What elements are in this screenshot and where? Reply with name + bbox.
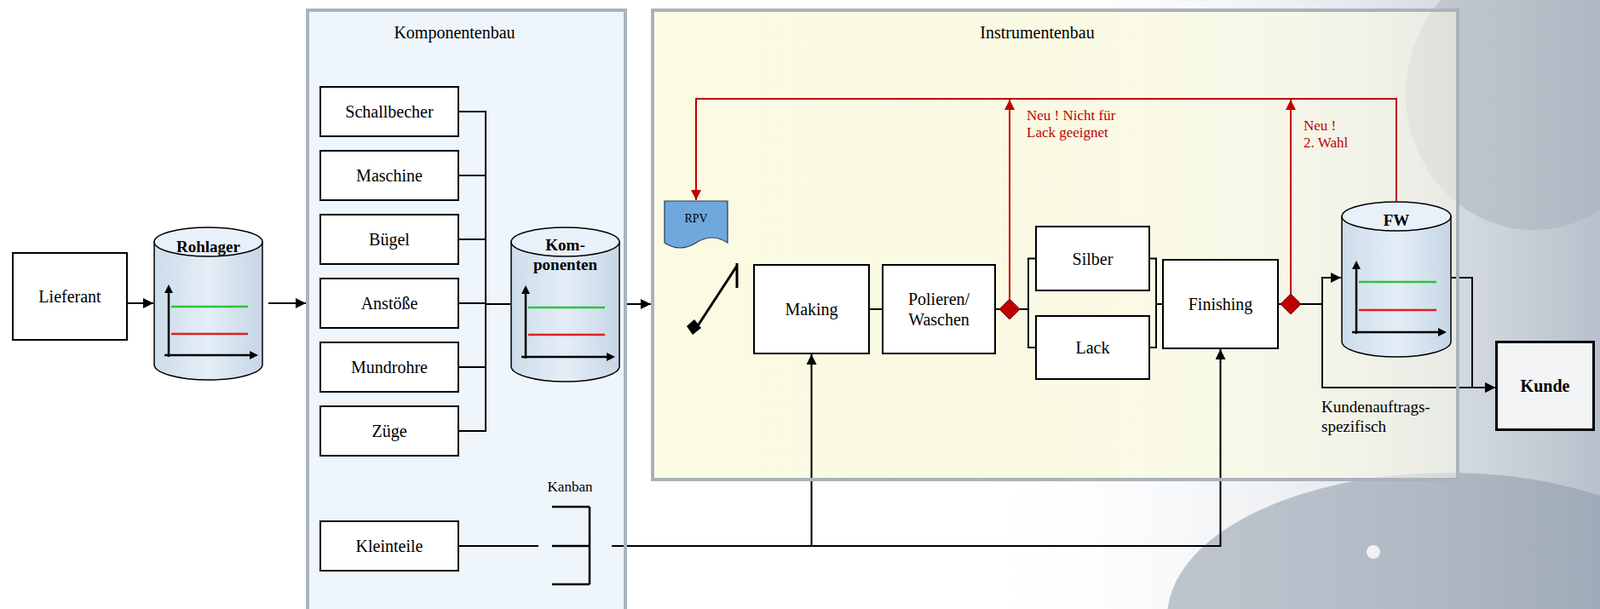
note-label: Kundenauftrags- spezifisch — [1321, 397, 1431, 437]
document-outline — [663, 200, 729, 252]
node-label: Mundrohre — [351, 356, 428, 378]
node-label: Maschine — [356, 165, 423, 186]
cylinder-body — [154, 241, 263, 380]
switch-symbol — [696, 263, 737, 328]
rework-line — [1289, 99, 1292, 294]
cylinder-top — [154, 227, 263, 257]
switch-symbol — [686, 319, 702, 335]
document-outline — [664, 201, 728, 248]
max-stock-line — [171, 305, 248, 309]
chart-axis — [164, 284, 173, 294]
min-stock-line — [1358, 309, 1437, 312]
connector — [459, 175, 511, 305]
connector — [459, 239, 511, 305]
chart-axis — [521, 356, 611, 359]
component-box: Mundrohre — [319, 341, 460, 393]
connector — [995, 309, 1036, 348]
chart-axis — [167, 289, 171, 357]
rework-line — [1008, 99, 1011, 300]
component-box: Anstöße — [319, 277, 460, 329]
chart-axis — [1352, 260, 1361, 270]
chart-axis — [521, 285, 530, 294]
note-label: Neu ! Nicht für Lack geeignet — [1026, 107, 1117, 142]
node-label: Schallbecher — [345, 101, 433, 122]
note-label: Neu ! 2. Wahl — [1303, 117, 1349, 152]
min-stock-line — [171, 333, 248, 336]
node-label: Kunde — [1520, 375, 1571, 397]
label-holder: Neu ! 2. Wahl — [1303, 117, 1349, 152]
cylinder-body — [1341, 216, 1451, 357]
chart-axis — [249, 351, 259, 360]
node-label: Anstöße — [361, 293, 419, 314]
connector — [1150, 304, 1163, 348]
component-box: Maschine — [319, 149, 460, 202]
process-box: Lack — [1035, 315, 1151, 380]
node-label: Bügel — [368, 229, 410, 250]
area-panel: KomponentenbauSchallbecherMaschineBügelA… — [305, 8, 628, 609]
storage-cylinder: FW — [1341, 201, 1452, 357]
node-label: Kom- ponenten — [533, 235, 598, 275]
connector — [459, 304, 511, 432]
component-box: Züge — [319, 405, 460, 457]
kanban-symbol — [552, 506, 590, 585]
connector — [1150, 258, 1163, 306]
node-label: Finishing — [1188, 293, 1254, 315]
process-box: Finishing — [1162, 258, 1279, 350]
label-holder: Kanban — [547, 478, 593, 496]
decision-diamond — [999, 299, 1020, 320]
panel-title: Komponentenbau — [393, 22, 515, 43]
connector — [459, 111, 511, 305]
decision-diamond — [1280, 293, 1301, 315]
chart-axis — [1355, 265, 1359, 334]
node-label: Lieferant — [38, 286, 101, 307]
panel-title: Instrumentenbau — [979, 22, 1094, 43]
chart-axis — [1438, 328, 1447, 337]
component-box: Kleinteile — [319, 520, 460, 572]
node-label: Züge — [371, 420, 407, 442]
node-label: Lack — [1076, 337, 1111, 358]
max-stock-line — [528, 306, 605, 310]
component-box: Bügel — [319, 213, 460, 265]
connector — [127, 302, 154, 305]
chart-axis — [164, 354, 254, 357]
connector — [623, 303, 651, 306]
process-box: Silber — [1035, 225, 1151, 292]
node-label: Silber — [1072, 248, 1114, 270]
chart-axis — [1352, 331, 1442, 334]
background-photo-shade — [1167, 472, 1600, 609]
connector — [869, 308, 882, 311]
customer-box: Kunde — [1495, 340, 1595, 432]
node-label: Kleinteile — [356, 535, 424, 557]
source-box: Lieferant — [11, 252, 128, 341]
chart-axis — [606, 352, 616, 362]
min-stock-line — [528, 333, 605, 337]
storage-cylinder: Kom- ponenten — [510, 226, 621, 382]
label-holder: Kundenauftrags- spezifisch — [1321, 397, 1431, 437]
chart-axis — [524, 290, 528, 359]
component-box: Schallbecher — [319, 86, 460, 138]
storage-cylinder: Rohlager — [153, 226, 264, 380]
node-label: FW — [1383, 210, 1411, 231]
kanban-label: Kanban — [547, 478, 593, 496]
connector — [995, 258, 1036, 311]
background-highlight — [1366, 545, 1381, 559]
cylinder-top — [1341, 201, 1451, 231]
connector — [268, 302, 306, 305]
node-label: Polieren/ Waschen — [908, 288, 971, 330]
process-box: Making — [753, 264, 870, 355]
document-shape: RPV — [663, 200, 729, 252]
node-label: Rohlager — [176, 236, 241, 257]
node-label: Making — [784, 299, 838, 320]
node-label: RPV — [684, 211, 708, 226]
connector — [459, 354, 812, 547]
label-holder: Neu ! Nicht für Lack geeignet — [1026, 107, 1117, 142]
process-box: Polieren/ Waschen — [881, 264, 996, 355]
max-stock-line — [1358, 281, 1437, 284]
